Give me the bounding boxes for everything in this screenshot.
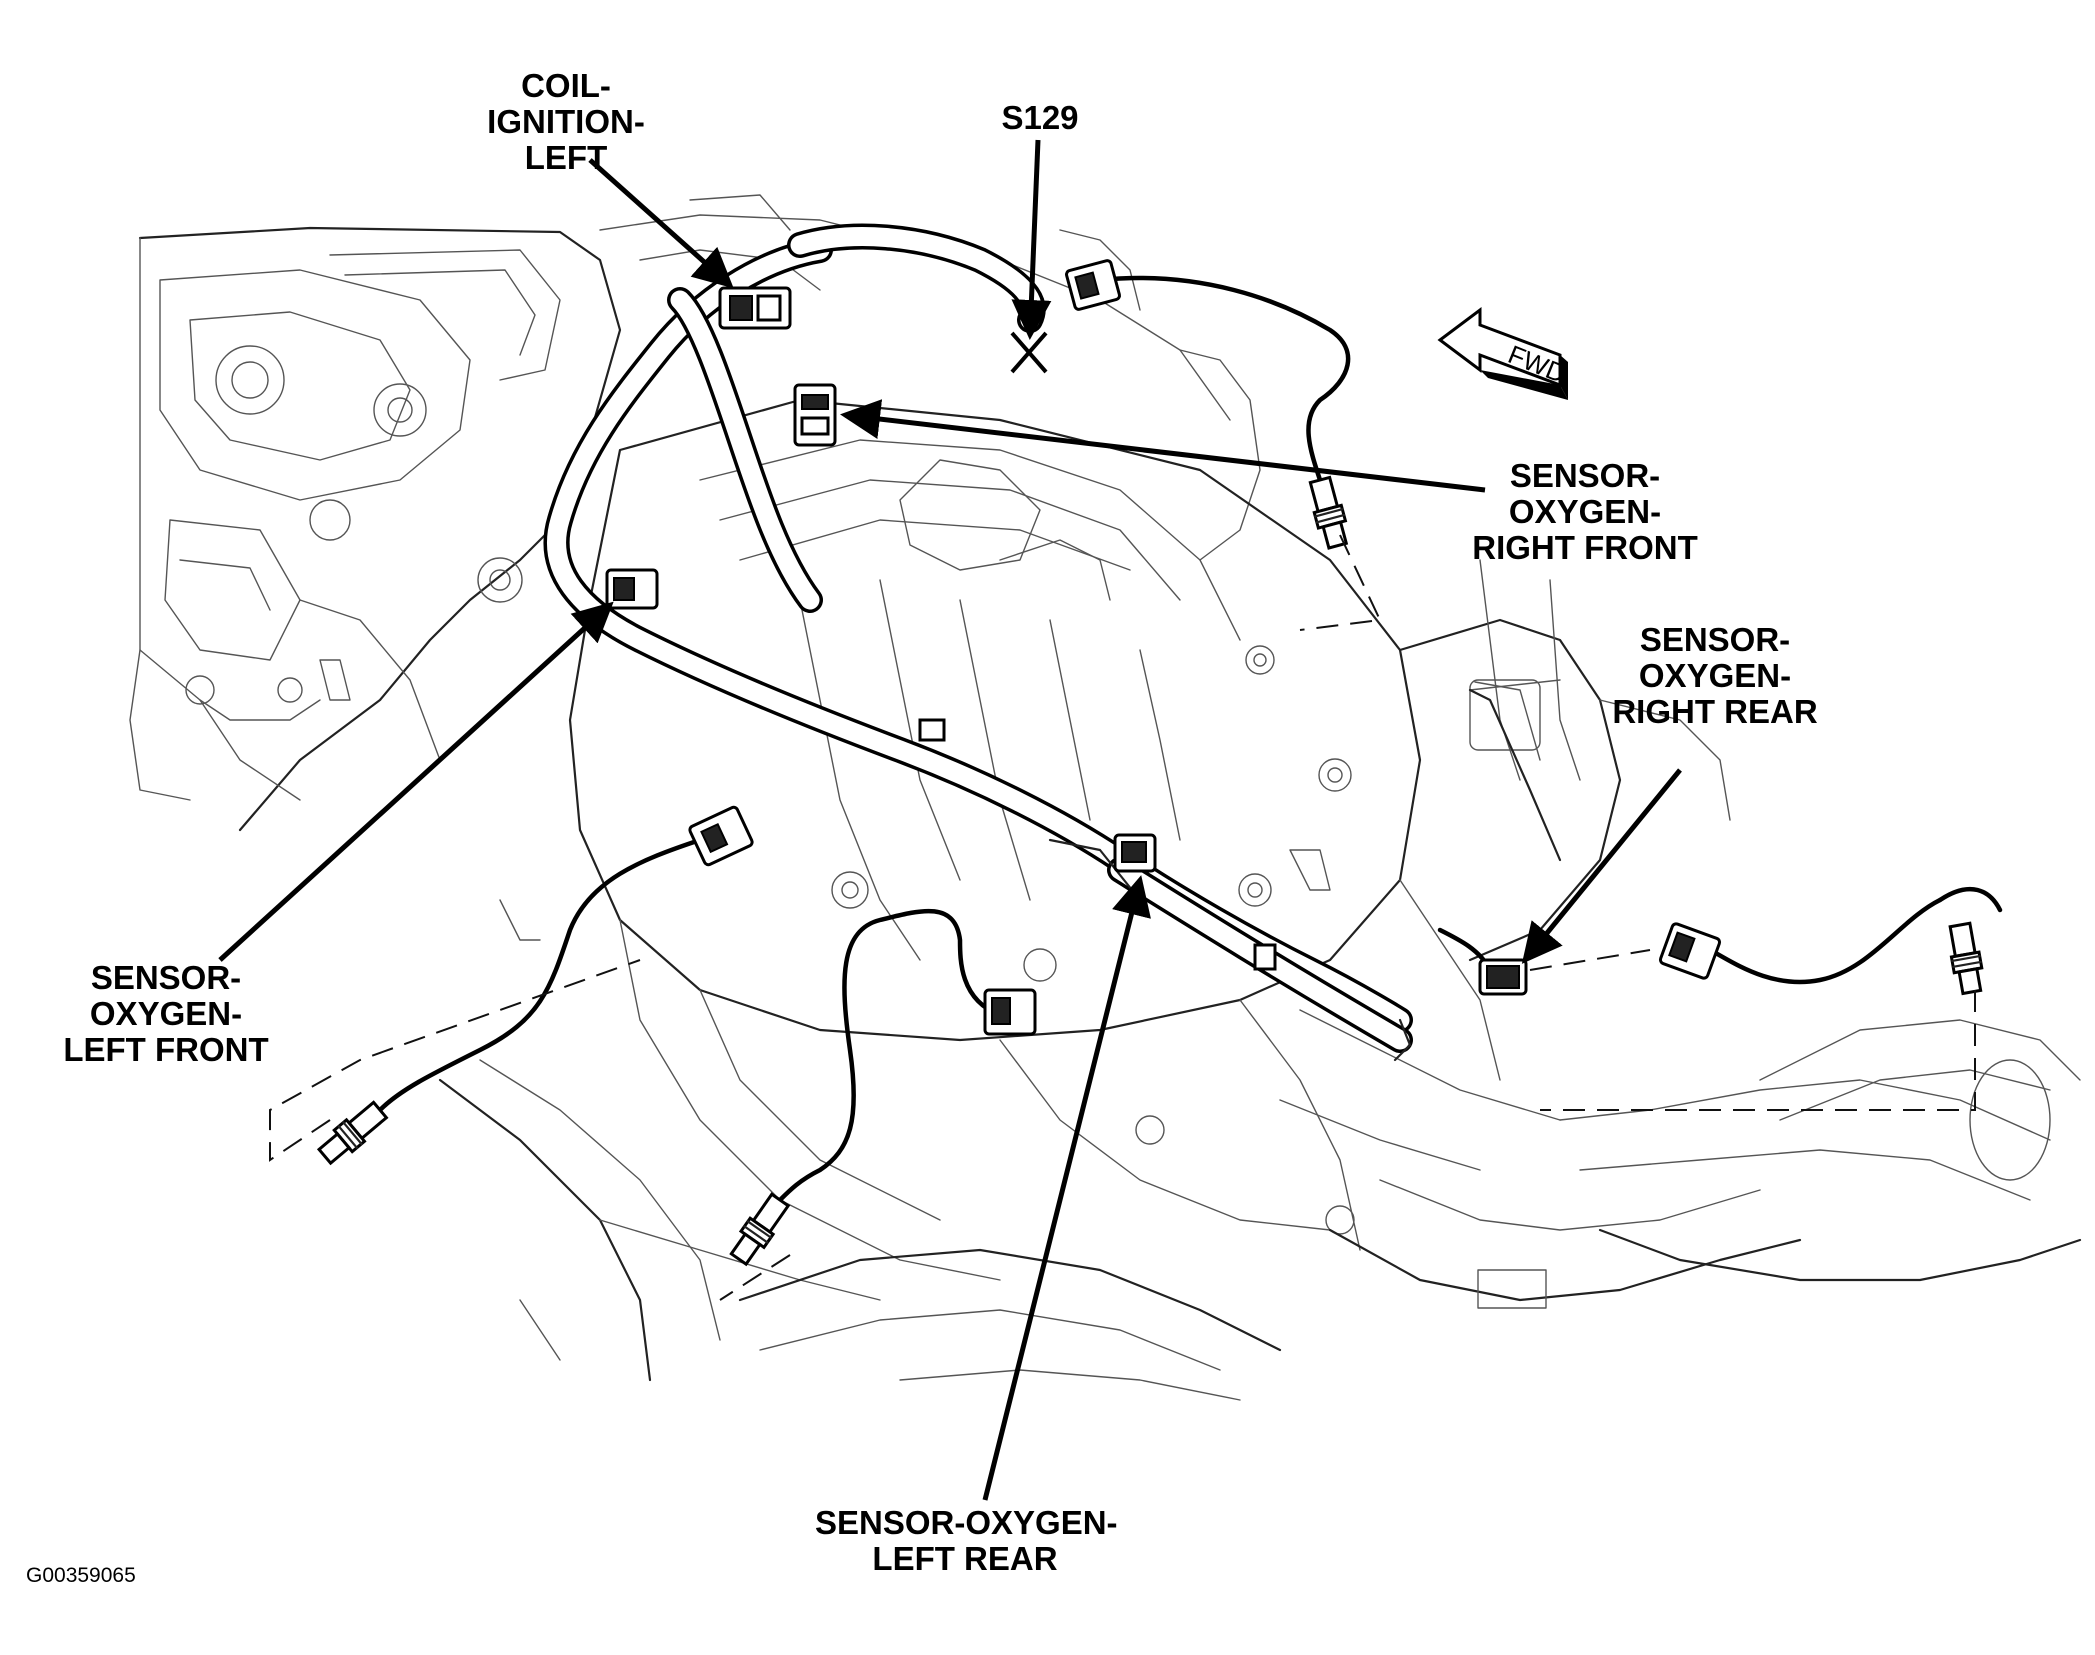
sensor-oxygen-right-rear-pigtail-connector [1658,922,1722,980]
callout-line: RIGHT FRONT [1472,529,1698,566]
callout-line: OXYGEN- [1508,493,1662,530]
callout-coil-ignition-left: COIL- IGNITION- LEFT [468,68,664,176]
sensor-oxygen-right-rear [1948,921,1984,996]
callout-sensor-oxygen-right-front: SENSOR- OXYGEN- RIGHT FRONT [1465,458,1705,566]
callout-leaders [218,139,1682,1501]
callout-line: IGNITION- [487,103,645,140]
leader-sensor-oxygen-right-front [840,399,1486,493]
wiring-harness [543,223,1413,1062]
sensor-oxygen-right-front [1308,475,1349,550]
sensor-oxygen-left-front-harness-connector [605,568,659,610]
callout-line: SENSOR- [1509,457,1661,494]
callout-line: COIL- [521,67,611,104]
coil-ignition-left-connector [718,286,792,330]
harness-clip [1253,943,1277,971]
installation-dashed-lines [269,534,1976,1301]
callout-line: SENSOR- [1639,621,1791,658]
callout-sensor-oxygen-right-rear: SENSOR- OXYGEN- RIGHT REAR [1600,622,1830,730]
leader-sensor-oxygen-right-rear [1521,768,1682,964]
figure-id: G00359065 [26,1564,136,1587]
leader-sensor-oxygen-left-front [218,601,614,962]
harness-clip [918,718,946,742]
sensor-oxygen-right-rear-harness-connector [1478,958,1528,996]
callout-line: OXYGEN- [1638,657,1792,694]
callout-line: LEFT [524,139,608,176]
callout-s129: S129 [990,100,1090,136]
oxygen-sensors [316,475,1984,1267]
callout-line: LEFT FRONT [63,1031,269,1068]
callout-line: RIGHT REAR [1612,693,1818,730]
sensor-oxygen-right-front-harness-connector [793,383,837,447]
sensor-oxygen-left-rear-pigtail-connector [983,988,1037,1036]
callout-line: SENSOR-OXYGEN- [815,1504,1118,1541]
callout-line: OXYGEN- [89,995,243,1032]
sensor-oxygen-left-front-pigtail-connector [688,805,754,867]
connectors [605,259,1722,1036]
leader-coil-ignition-left [588,158,734,289]
callout-sensor-oxygen-left-rear: SENSOR-OXYGEN- LEFT REAR [815,1504,1118,1577]
callout-line: SENSOR- [90,959,242,996]
splice-s129-mark [1010,331,1048,374]
sensor-oxygen-left-rear [729,1192,791,1267]
callout-line: S129 [1001,99,1079,136]
engine-line-art [129,194,2082,1401]
sensor-oxygen-left-front [316,1100,389,1166]
callout-sensor-oxygen-left-front: SENSOR- OXYGEN- LEFT FRONT [52,960,280,1068]
leader-sensor-oxygen-left-rear [982,875,1151,1501]
leader-s129 [1011,139,1052,340]
sensor-oxygen-left-rear-harness-connector [1113,833,1157,873]
callout-line: LEFT REAR [872,1540,1058,1577]
oxygen-sensor-wires [377,275,2003,1203]
sensor-oxygen-right-front-pigtail-connector [1065,259,1121,311]
fwd-arrow: FWD [1437,307,1570,400]
